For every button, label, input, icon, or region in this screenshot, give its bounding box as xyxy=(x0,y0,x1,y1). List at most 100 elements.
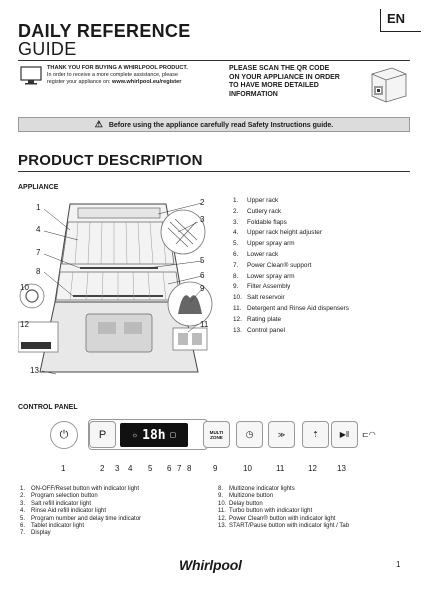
legend-number: 12. xyxy=(233,315,242,323)
monitor-icon xyxy=(20,66,42,85)
legend-number: 5. xyxy=(20,515,26,522)
cp-callout-13: 13 xyxy=(337,464,346,473)
legend-number: 13. xyxy=(218,523,227,530)
legend-number: 7. xyxy=(20,530,26,537)
appliance-legend-item: 11.Detergent and Rinse Aid dispensers xyxy=(233,304,349,315)
control-panel-legend-item: 13.START/Pause button with indicator lig… xyxy=(218,523,349,530)
on-off-button[interactable]: ⏻ xyxy=(50,421,78,449)
legend-number: 6. xyxy=(233,250,239,258)
legend-label: Detergent and Rinse Aid dispensers xyxy=(247,304,349,312)
legend-label: Salt refill indicator light xyxy=(31,500,92,507)
legend-number: 11. xyxy=(218,508,226,515)
appliance-callout-6: 6 xyxy=(200,271,205,280)
control-panel-legend-item: 9.Multizone button xyxy=(218,493,349,500)
page-subtitle: GUIDE xyxy=(18,39,77,59)
control-panel-legend-item: 3.Salt refill indicator light xyxy=(20,501,141,508)
multizone-label: MULTI ZONE xyxy=(209,429,224,440)
appliance-callout-13: 13 xyxy=(30,366,39,375)
legend-number: 7. xyxy=(233,261,239,269)
legend-label: Turbo button with indicator light xyxy=(229,508,313,515)
legend-label: Rinse Aid refill indicator light xyxy=(31,508,107,515)
section-heading-product: PRODUCT DESCRIPTION xyxy=(18,152,203,169)
legend-label: START/Pause button with indicator light … xyxy=(229,523,350,530)
legend-number: 5. xyxy=(233,240,239,248)
clock-icon: ◷ xyxy=(245,429,254,439)
legend-label: ON-OFF/Reset button with indicator light xyxy=(31,486,140,492)
program-selection-button[interactable]: P xyxy=(89,421,116,448)
appliance-legend-item: 2.Cutlery rack xyxy=(233,207,349,218)
appliance-legend-item: 9.Filter Assembly xyxy=(233,282,349,293)
dishwasher-illustration xyxy=(18,202,213,375)
power-icon: ⏻ xyxy=(59,428,69,441)
legend-label: Multizone button xyxy=(229,493,274,500)
cp-callout-12: 12 xyxy=(308,464,317,473)
page-number: 1 xyxy=(396,560,401,569)
legend-label: Program number and delay time indicator xyxy=(31,515,142,522)
legend-label: Program selection button xyxy=(31,493,98,500)
page-title: DAILY REFERENCE xyxy=(18,21,191,41)
legend-number: 1. xyxy=(20,486,26,492)
legend-number: 13. xyxy=(233,326,242,334)
cp-callout-8: 8 xyxy=(187,464,192,473)
section-divider xyxy=(18,171,410,172)
legend-label: Upper spray arm xyxy=(247,240,295,248)
control-panel-legend-item: 11.Turbo button with indicator light xyxy=(218,508,349,515)
cp-callout-9: 9 xyxy=(213,464,218,473)
appliance-callout-9: 9 xyxy=(200,284,205,293)
safety-text: Before using the appliance carefully rea… xyxy=(108,122,334,129)
legend-number: 10. xyxy=(218,500,227,507)
legend-label: Multizone indicator lights xyxy=(229,486,295,492)
legend-label: Lower rack xyxy=(247,250,279,258)
salt-icon: ☼ xyxy=(131,431,139,439)
qr-line3: TO HAVE MORE DETAILED xyxy=(229,82,319,90)
legend-label: Tablet indicator light xyxy=(31,523,85,530)
display: ☼ 18h ▢ xyxy=(120,423,188,447)
legend-number: 8. xyxy=(233,272,239,280)
qr-location-illustration xyxy=(371,67,407,103)
control-panel-legend-item: 5. Program number and delay time indicato… xyxy=(20,516,141,523)
cp-callout-2: 2 xyxy=(100,464,105,473)
register-title: THANK YOU FOR BUYING A WHIRLPOOL PRODUCT… xyxy=(47,65,188,71)
control-panel-heading: CONTROL PANEL xyxy=(18,404,78,411)
appliance-legend-item: 1. Upper rack xyxy=(233,196,349,207)
appliance-legend-item: 7. Power Clean® support xyxy=(233,261,349,272)
cp-callout-10: 10 xyxy=(243,464,252,473)
appliance-callout-4: 4 xyxy=(36,225,41,234)
cp-callout-4: 4 xyxy=(128,464,133,473)
play-pause-icon: ▶‖ xyxy=(339,430,350,439)
cp-callout-5: 5 xyxy=(148,464,153,473)
turbo-button[interactable]: ≫ xyxy=(268,421,295,448)
legend-number: 3. xyxy=(233,218,239,226)
delay-button[interactable]: ◷ xyxy=(236,421,263,448)
control-panel-legend-item: 2.Program selection button xyxy=(20,493,141,500)
power-clean-button[interactable]: ⇡ xyxy=(302,421,329,448)
legend-label: Upper rack height adjuster xyxy=(247,229,322,237)
appliance-legend-item: 4.Upper rack height adjuster xyxy=(233,228,349,239)
warning-icon: ⚠ xyxy=(94,119,103,129)
legend-number: 8. xyxy=(218,486,224,492)
control-panel-legend-item: 8. Multizone indicator lights xyxy=(218,486,349,493)
start-pause-button[interactable]: ▶‖ xyxy=(331,421,358,448)
turbo-icon: ≫ xyxy=(277,431,286,439)
safety-banner: ⚠ Before using the appliance carefully re… xyxy=(18,117,410,132)
legend-number: 6. xyxy=(20,523,26,530)
legend-label: Lower spray arm xyxy=(247,272,295,280)
legend-label: Upper rack xyxy=(247,197,279,204)
whirlpool-logo: Whirlpool xyxy=(179,557,242,573)
register-link[interactable]: www.whirlpool.eu/register xyxy=(112,79,182,85)
legend-label: Delay button xyxy=(229,500,263,507)
control-panel-legend-item: 10.Delay button xyxy=(218,501,349,508)
multizone-button[interactable]: MULTI ZONE xyxy=(203,421,230,448)
cp-callout-11: 11 xyxy=(276,464,285,473)
legend-label: Display xyxy=(31,530,51,537)
legend-number: 1. xyxy=(233,197,239,204)
tab-icon: ⊏◠ xyxy=(362,430,376,439)
qr-line1: PLEASE SCAN THE QR CODE xyxy=(229,65,330,72)
power-clean-icon: ⇡ xyxy=(312,430,319,439)
display-digits: 18h xyxy=(142,427,166,443)
appliance-callout-7: 7 xyxy=(36,248,41,257)
qr-line4: INFORMATION xyxy=(229,90,278,98)
legend-label: Power Clean® support xyxy=(247,261,312,269)
